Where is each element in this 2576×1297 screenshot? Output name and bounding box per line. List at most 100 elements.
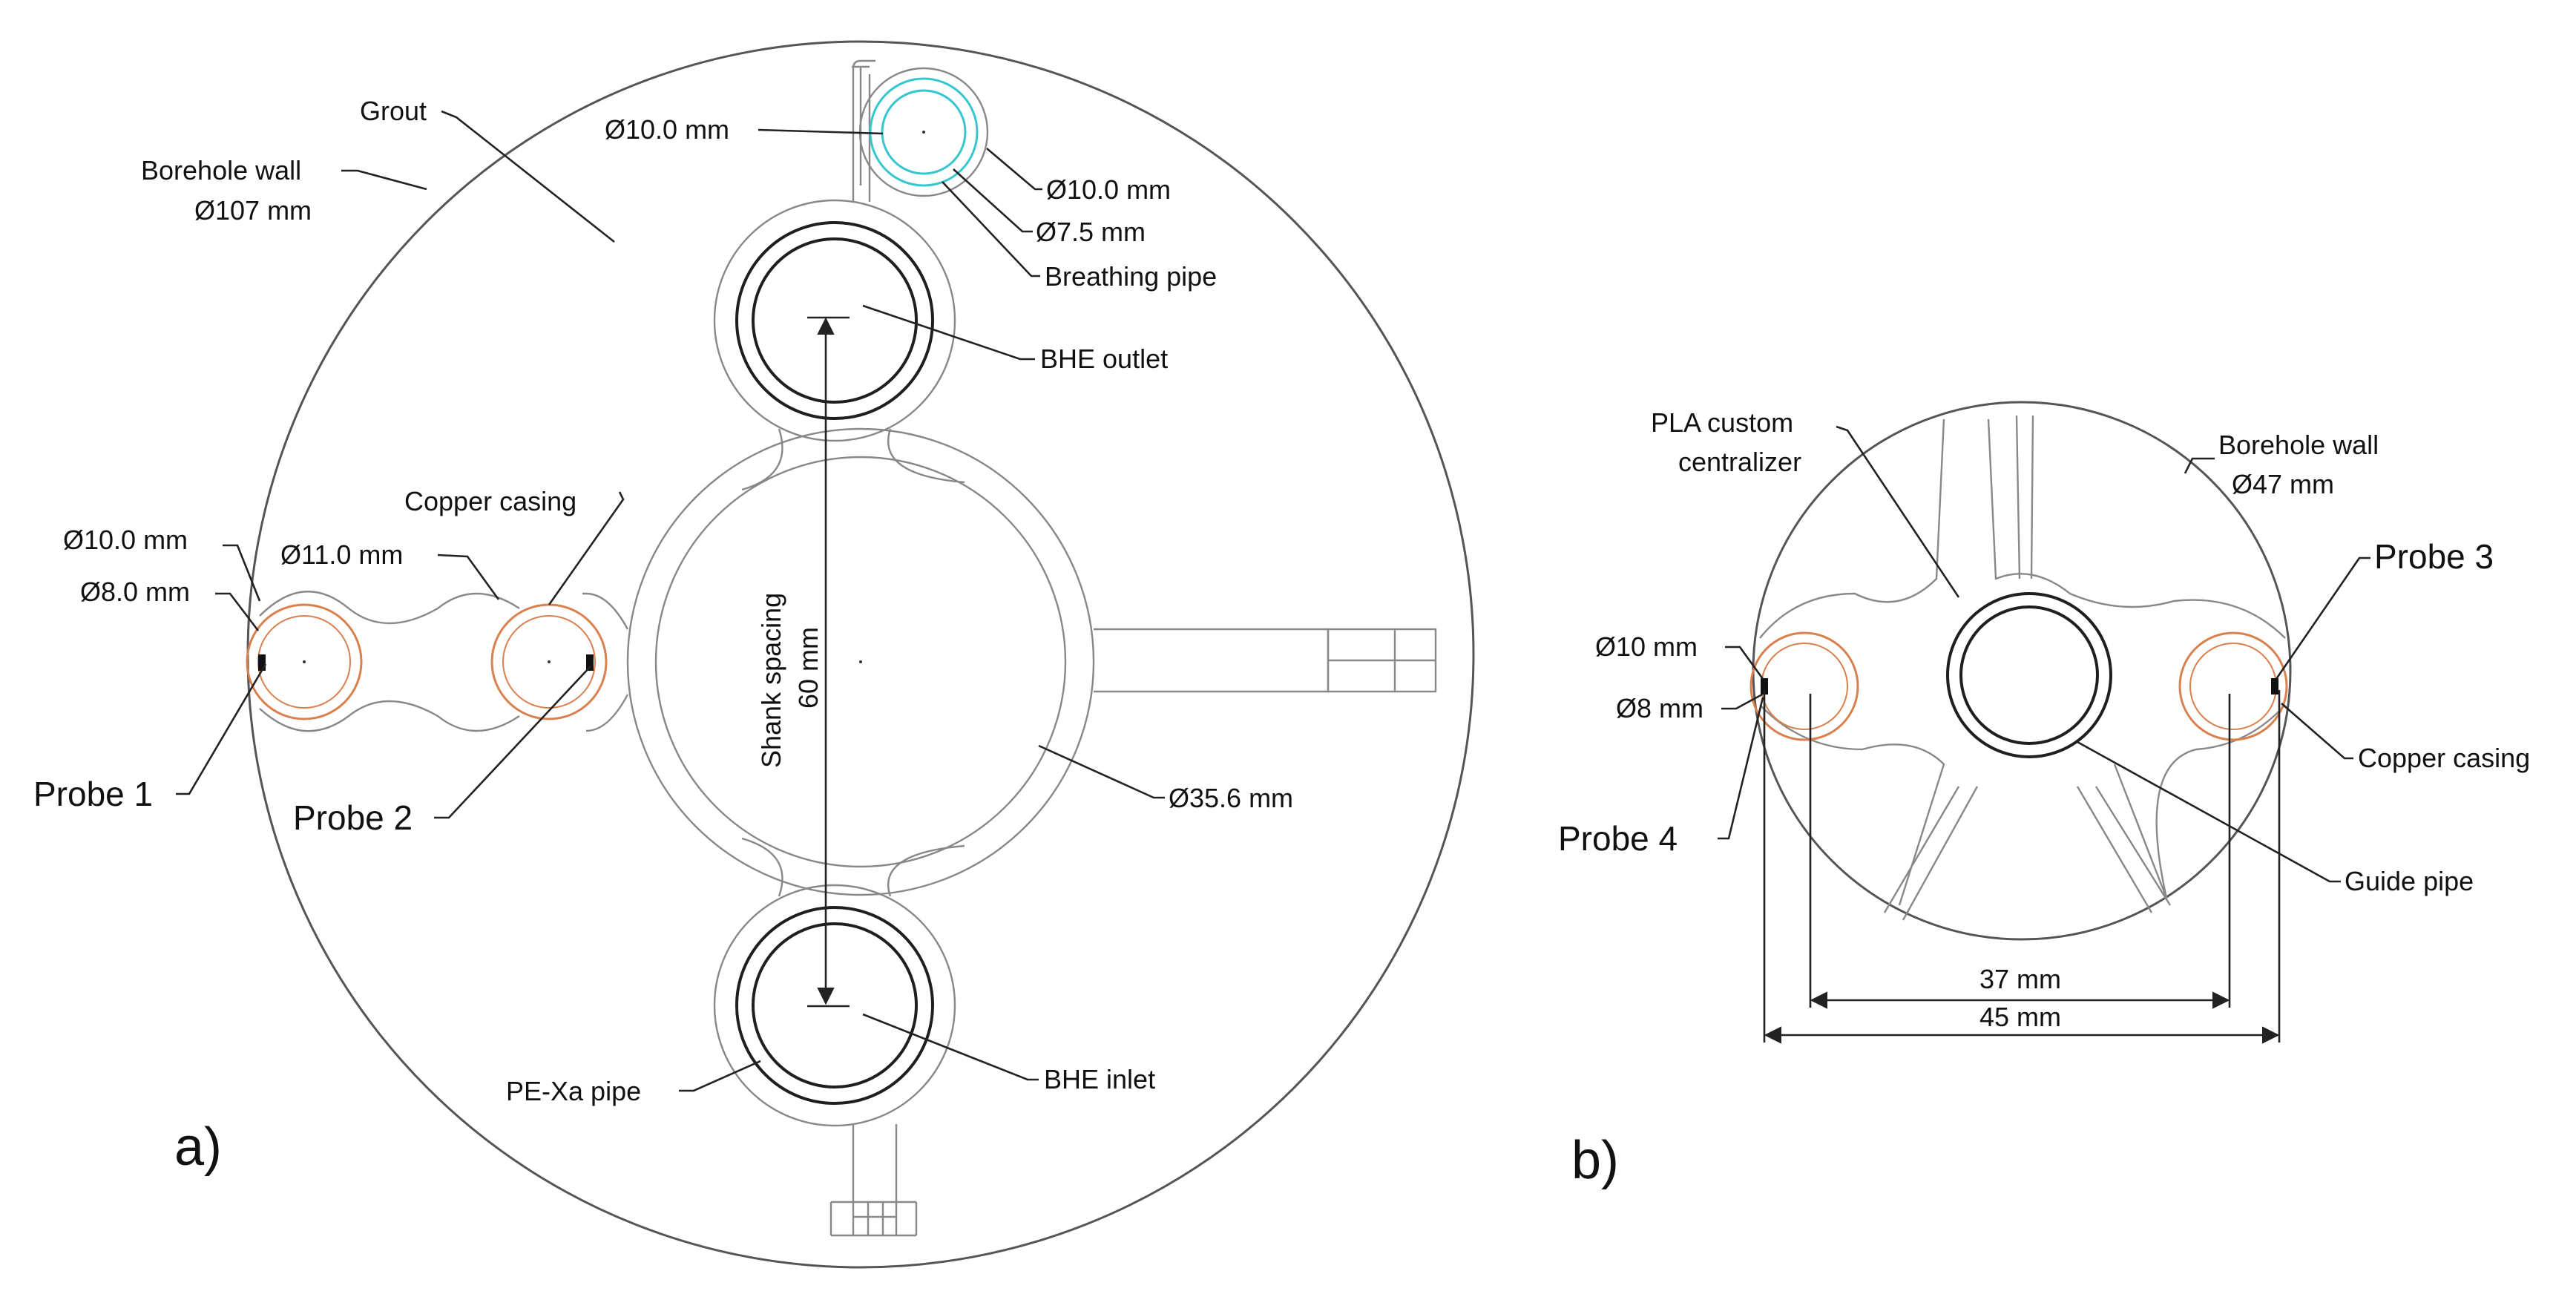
label-borehole-wall-b: Borehole wall <box>2218 430 2379 460</box>
leader-d8 <box>215 592 260 631</box>
label-borehole-wall-a: Borehole wall <box>141 155 301 185</box>
leader-d10-right <box>986 148 1042 191</box>
panel-a-tag: a) <box>174 1117 222 1177</box>
leader-d75 <box>953 168 1033 233</box>
borehole-wall-b <box>1752 401 2292 941</box>
probe4-casing-inner <box>1761 643 1848 730</box>
probe4-sensor <box>1761 678 1768 695</box>
guide-pipe-outer <box>1946 592 2112 758</box>
label-d8: Ø8.0 mm <box>80 577 190 607</box>
leader-bhe-inlet <box>862 1013 1039 1081</box>
leader-d10-top <box>758 128 884 135</box>
outlet-pipe-inner <box>752 237 918 404</box>
probe4-casing-outer <box>1749 631 1859 741</box>
probe3-casing-outer <box>2178 631 2288 741</box>
panel-a: Grout Borehole wall Ø107 mm Ø10.0 mm Ø10… <box>33 40 1475 1269</box>
probe2-casing-inner <box>502 615 596 709</box>
centralizer-top-lobe <box>1759 418 2286 639</box>
leader-bhe-outlet <box>862 304 1035 361</box>
probe3-sensor <box>2271 678 2278 695</box>
label-probe4: Probe 4 <box>1558 819 1678 858</box>
guide-pipe-inner <box>1959 605 2099 745</box>
label-d10-right: Ø10.0 mm <box>1046 174 1171 205</box>
breathing-pipe-inner <box>881 89 967 175</box>
dim-ext-lines <box>1763 690 2281 1042</box>
left-arm <box>582 592 629 732</box>
centralizer-top-gap <box>2015 415 2034 579</box>
leader-copper-casing-b <box>2281 703 2353 760</box>
probe1-casing-outer <box>246 603 363 720</box>
label-d75: Ø7.5 mm <box>1036 217 1146 247</box>
label-d10-top: Ø10.0 mm <box>605 114 729 145</box>
probe2-sensor <box>586 654 594 671</box>
centralizer-spokes <box>1883 786 2172 921</box>
centralizer-neck-bottom <box>741 837 965 897</box>
top-stem-outline <box>852 59 875 202</box>
label-copper-casing-b: Copper casing <box>2358 743 2530 773</box>
probe2-center <box>548 660 551 663</box>
leader-d11 <box>437 554 500 600</box>
leader-d356 <box>1038 744 1165 799</box>
label-borehole-dia-a: Ø107 mm <box>194 195 312 226</box>
label-d11: Ø11.0 mm <box>280 539 403 570</box>
leader-pexa <box>679 1060 761 1092</box>
label-copper-casing-a: Copper casing <box>404 486 576 516</box>
probe1-sensor <box>258 654 266 671</box>
inlet-holder <box>713 884 956 1127</box>
label-probe2: Probe 2 <box>293 798 413 837</box>
label-grout: Grout <box>360 96 427 126</box>
label-bhe-outlet: BHE outlet <box>1040 344 1168 374</box>
breathing-pipe-outer <box>869 77 979 187</box>
centralizer-bottom-lobe <box>1759 704 2286 906</box>
label-shank-spacing: Shank spacing <box>756 593 786 768</box>
label-pexa: PE-Xa pipe <box>506 1076 641 1106</box>
left-lobes <box>259 591 520 732</box>
label-dim37: 37 mm <box>1979 964 2061 994</box>
label-d8-b: Ø8 mm <box>1616 693 1703 723</box>
right-arm-grid <box>1328 629 1436 692</box>
panel-b: PLA custom centralizer Borehole wall Ø47… <box>1558 401 2530 1190</box>
leader-breathing-pipe <box>942 181 1040 278</box>
centralizer-neck-top <box>741 428 965 491</box>
inlet-pipe-outer <box>735 906 934 1105</box>
central-pipe-outer <box>626 427 1095 896</box>
leader-grout <box>441 110 615 243</box>
outlet-pipe-outer <box>735 221 934 420</box>
leader-borehole-wall <box>341 169 427 191</box>
central-pipe-center <box>859 660 862 663</box>
leader-borehole-wall-b <box>2184 457 2215 474</box>
right-arm <box>1094 628 1330 693</box>
label-breathing-pipe: Breathing pipe <box>1045 261 1217 292</box>
label-probe3: Probe 3 <box>2374 537 2494 576</box>
inlet-pipe-inner <box>752 922 918 1089</box>
label-shank-value: 60 mm <box>793 627 824 709</box>
leader-copper-casing-a <box>548 491 625 605</box>
leader-probe2 <box>434 666 591 819</box>
leader-pla <box>1836 425 1960 598</box>
label-pla-2: centralizer <box>1678 447 1801 477</box>
probe1-center <box>303 660 306 663</box>
leader-probe3 <box>2275 556 2370 680</box>
label-borehole-dia-b: Ø47 mm <box>2232 469 2334 499</box>
leader-d10-left <box>223 544 261 602</box>
label-d356: Ø35.6 mm <box>1169 783 1293 813</box>
label-bhe-inlet: BHE inlet <box>1044 1064 1155 1094</box>
leader-d10-b <box>1725 646 1764 680</box>
panel-b-tag: b) <box>1571 1131 1619 1190</box>
leader-probe4 <box>1718 697 1764 840</box>
label-dim45: 45 mm <box>1979 1002 2061 1032</box>
bottom-stem <box>829 1124 918 1237</box>
probe3-casing-inner <box>2189 643 2277 730</box>
outlet-holder <box>713 199 956 442</box>
label-probe1: Probe 1 <box>33 775 153 813</box>
central-pipe-inner <box>654 456 1067 868</box>
leader-d8-b <box>1721 693 1763 710</box>
label-guide-pipe: Guide pipe <box>2345 866 2474 896</box>
leader-guide-pipe <box>2077 741 2341 883</box>
breathing-pipe-center <box>922 131 925 134</box>
label-pla-1: PLA custom <box>1651 407 1793 438</box>
label-d10-left: Ø10.0 mm <box>63 525 188 555</box>
label-d10-b: Ø10 mm <box>1595 631 1698 662</box>
leader-probe1 <box>176 663 267 795</box>
